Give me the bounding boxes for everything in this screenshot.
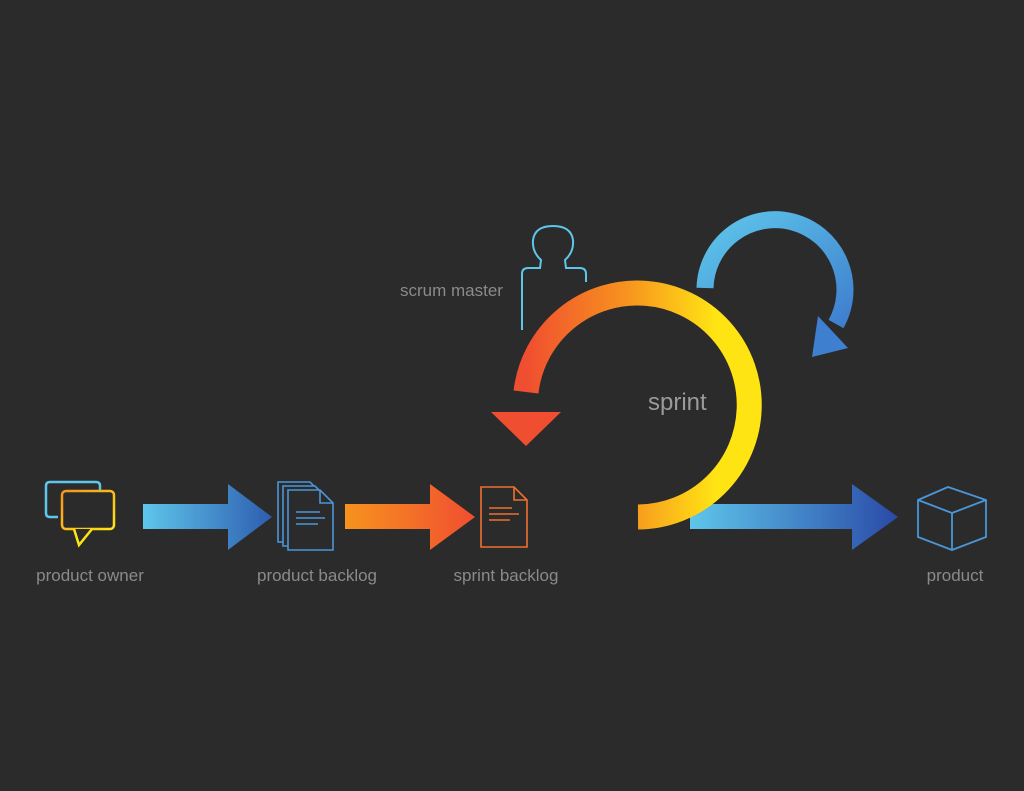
speech-bubbles-icon	[44, 480, 116, 548]
product-label: product	[926, 566, 984, 585]
scrum-master-label: scrum master	[400, 281, 503, 300]
sprint-backlog-label: sprint backlog	[453, 566, 559, 585]
document-icon	[480, 486, 528, 548]
product-backlog-label: product backlog	[256, 566, 378, 585]
arrow-backlog-to-sprint-backlog	[345, 484, 475, 550]
product-owner-label: product owner	[36, 566, 144, 585]
person-icon	[521, 224, 587, 330]
cube-icon	[917, 486, 987, 551]
arrow-to-product	[690, 484, 898, 550]
document-stack-icon	[277, 481, 334, 551]
arrow-owner-to-backlog	[143, 484, 272, 550]
daily-loop-arrow	[696, 211, 854, 357]
sprint-label: sprint	[648, 389, 707, 416]
sprint-loop-arrow	[491, 280, 762, 530]
